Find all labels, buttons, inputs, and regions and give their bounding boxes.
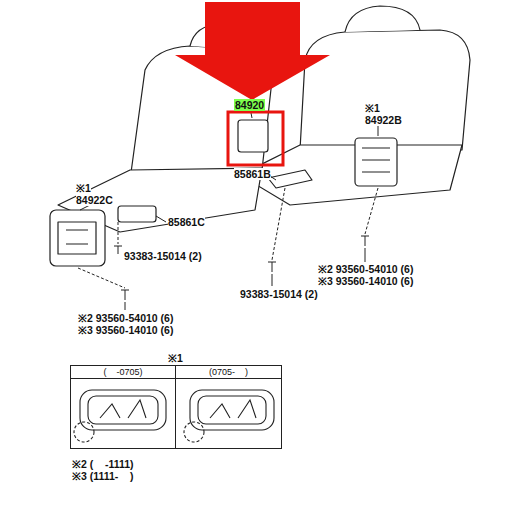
note-text: ※2 ( -1111) — [72, 458, 134, 470]
part-number: 93383-15014 (2) — [124, 250, 202, 262]
power-seat-switch — [50, 210, 105, 266]
leader-line — [272, 188, 285, 260]
note-mark: ※1 — [168, 352, 183, 364]
leader-line — [156, 216, 166, 222]
switch-bezel — [88, 396, 158, 424]
switch-knob — [210, 400, 256, 418]
highlight-box — [228, 112, 283, 165]
part-number: ※2 93560-54010 (6) — [78, 312, 173, 324]
note-mark: ※1 — [76, 182, 91, 194]
leader-line — [365, 248, 366, 262]
pointer-arrow — [175, 2, 330, 100]
leader-line — [272, 274, 273, 286]
part-number: 84922B — [365, 114, 402, 126]
screw — [114, 246, 122, 254]
leader-line — [125, 302, 126, 310]
seat-cover — [118, 206, 156, 222]
leader-line — [378, 125, 379, 136]
variant-panel: (0705- ) — [175, 365, 282, 449]
headrest — [345, 6, 420, 32]
note-text: ※3 (1111- ) — [72, 470, 134, 482]
part-number: ※2 93560-54010 (6) — [318, 263, 413, 275]
switch-detail — [58, 222, 96, 254]
leader-line — [118, 222, 119, 244]
power-seat-switch — [355, 138, 397, 186]
part-number: ※3 93560-14010 (6) — [318, 275, 413, 287]
leader-line — [365, 188, 378, 234]
part-number: 85861B — [234, 168, 271, 180]
screw — [121, 290, 129, 300]
panel-header: ( -0705) — [71, 366, 175, 379]
switch-knob — [100, 400, 146, 418]
screw — [268, 262, 276, 272]
part-number-highlighted: 84920 — [234, 99, 265, 111]
seat-cushion — [240, 145, 462, 205]
panel-header: (0705- ) — [176, 366, 281, 379]
note-mark: ※1 — [365, 102, 380, 114]
part-number: 84922C — [76, 194, 113, 206]
screw — [361, 236, 369, 246]
part-number: 85861C — [168, 216, 205, 228]
part-number: 93383-15014 (2) — [240, 288, 318, 300]
part-number: ※3 93560-14010 (6) — [78, 324, 173, 336]
switch-bracket — [238, 120, 268, 152]
variant-panel: ( -0705) — [70, 365, 176, 449]
switch-detail — [362, 148, 390, 172]
switch-bezel — [80, 390, 166, 430]
detail-circle — [184, 422, 204, 442]
seat-back — [300, 30, 470, 150]
leader-line — [78, 268, 125, 288]
switch-bezel — [190, 390, 274, 430]
switch-bezel — [198, 396, 266, 424]
detail-circle — [74, 422, 94, 442]
